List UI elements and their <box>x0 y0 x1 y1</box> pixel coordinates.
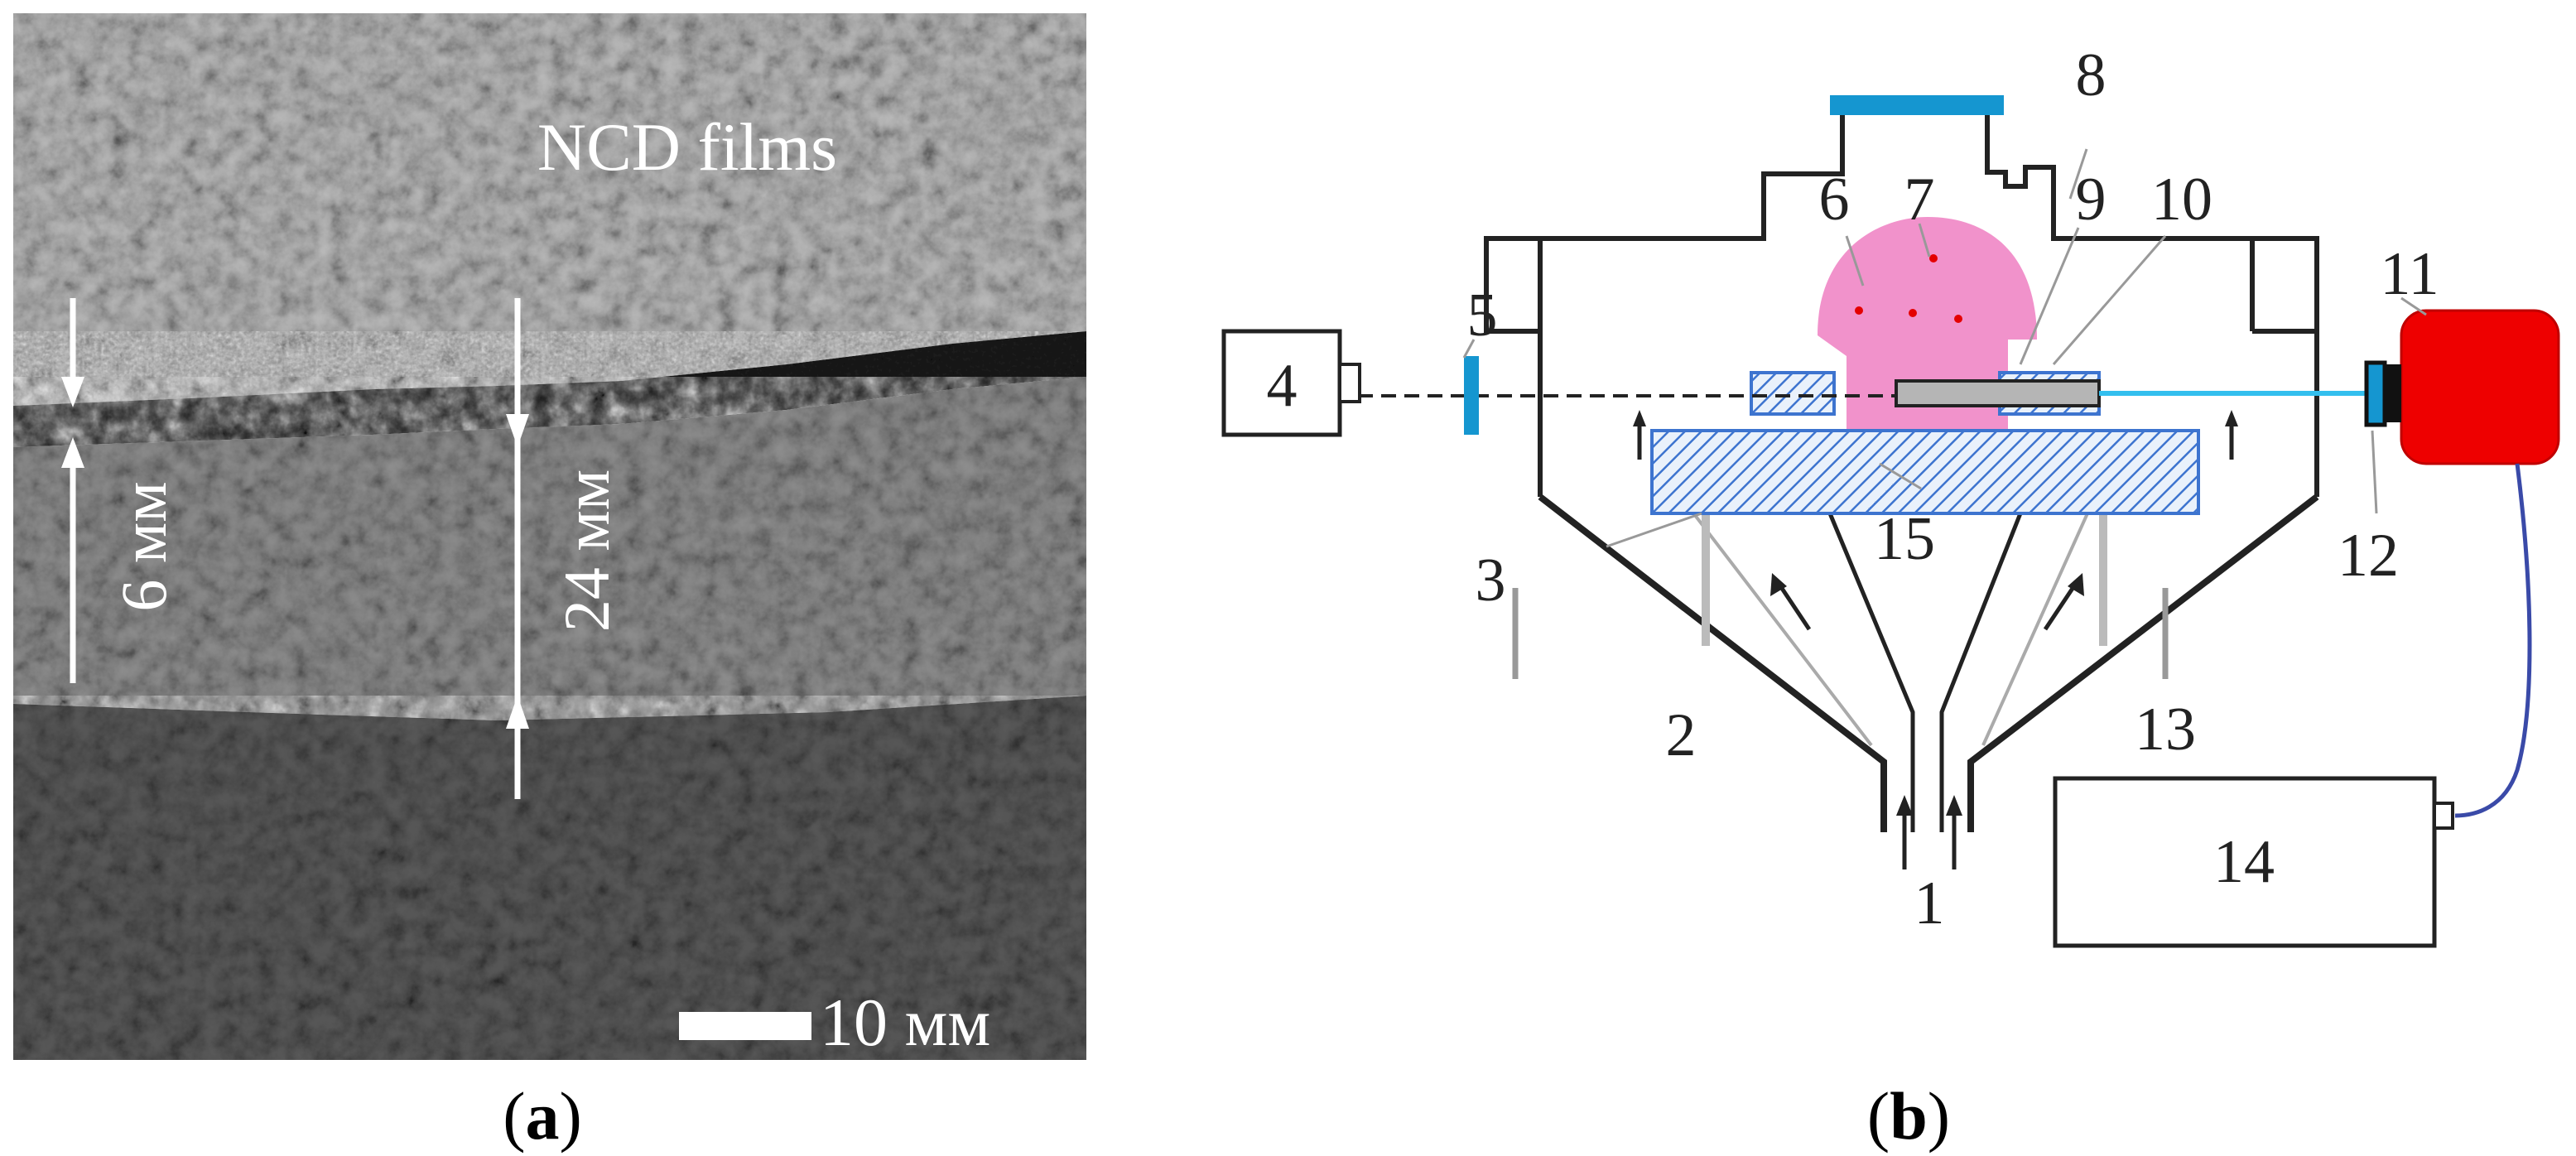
callout-4: 4 <box>1267 352 1298 420</box>
spectrometer-box-14 <box>2053 776 2437 948</box>
sample-holder-left <box>1750 371 1836 416</box>
callout-1: 1 <box>1914 869 1945 937</box>
top-window <box>1830 95 2004 115</box>
funnel-right-outer <box>1967 494 2319 832</box>
callout-labels: 1 2 3 4 5 6 7 8 9 10 11 12 13 14 15 <box>1267 41 2439 937</box>
callout-13: 13 <box>2135 696 2196 763</box>
funnel-right-inner <box>1981 496 2097 746</box>
inner-tube-left <box>1827 513 1915 832</box>
panel-b <box>1221 95 2560 948</box>
window-5 <box>1464 356 1479 435</box>
caption-b-open: ( <box>1867 1078 1890 1154</box>
laser-source-11 <box>2400 309 2560 465</box>
spectrometer-port-14 <box>2433 802 2454 830</box>
callout-7: 7 <box>1904 166 1935 234</box>
callout-5: 5 <box>1467 282 1498 349</box>
callout-8: 8 <box>2076 41 2107 109</box>
detector-nozzle-4 <box>1338 363 1361 403</box>
callout-2: 2 <box>1666 701 1697 769</box>
caption-b-letter: b <box>1890 1078 1928 1154</box>
thickness-6-label: 6 мм <box>108 481 180 611</box>
callout-3: 3 <box>1476 547 1506 614</box>
callout-9: 9 <box>2076 166 2107 234</box>
sem-image <box>13 13 1086 1060</box>
caption-a: (a) <box>503 1078 582 1154</box>
scale-bar <box>679 1012 811 1040</box>
caption-a-open: ( <box>503 1078 525 1154</box>
callout-12: 12 <box>2338 522 2399 590</box>
sample <box>1895 379 2101 407</box>
caption-a-letter: a <box>526 1078 560 1154</box>
thickness-arrow-24 <box>506 298 529 799</box>
substrate-holder <box>1650 429 2200 515</box>
caption-b: (b) <box>1867 1078 1950 1154</box>
scale-bar-label: 10 мм <box>820 985 990 1060</box>
callout-11: 11 <box>2380 240 2439 308</box>
thickness-arrow-6 <box>61 298 84 683</box>
inner-tube-right <box>1939 513 2023 832</box>
ncd-films-label: NCD films <box>537 109 837 185</box>
window-12 <box>2364 360 2387 427</box>
plasma-particles <box>1855 254 1962 323</box>
flow-arrows <box>1633 410 2238 869</box>
thickness-24-label: 24 мм <box>551 470 623 632</box>
callout-10: 10 <box>2151 166 2212 234</box>
panel-a: NCD films 6 мм 24 мм 10 мм (a) <box>13 13 1086 1154</box>
caption-b-close: ) <box>1928 1078 1950 1154</box>
funnel-left-outer <box>1538 494 1887 832</box>
caption-a-close: ) <box>560 1078 582 1154</box>
callout-14: 14 <box>2213 828 2275 896</box>
leader-lines <box>1462 148 2427 548</box>
connector-11 <box>2385 364 2401 422</box>
optical-fiber <box>2454 463 2532 818</box>
callout-15: 15 <box>1874 505 1935 573</box>
funnel-left-inner <box>1679 495 1873 747</box>
callout-6: 6 <box>1819 166 1850 234</box>
